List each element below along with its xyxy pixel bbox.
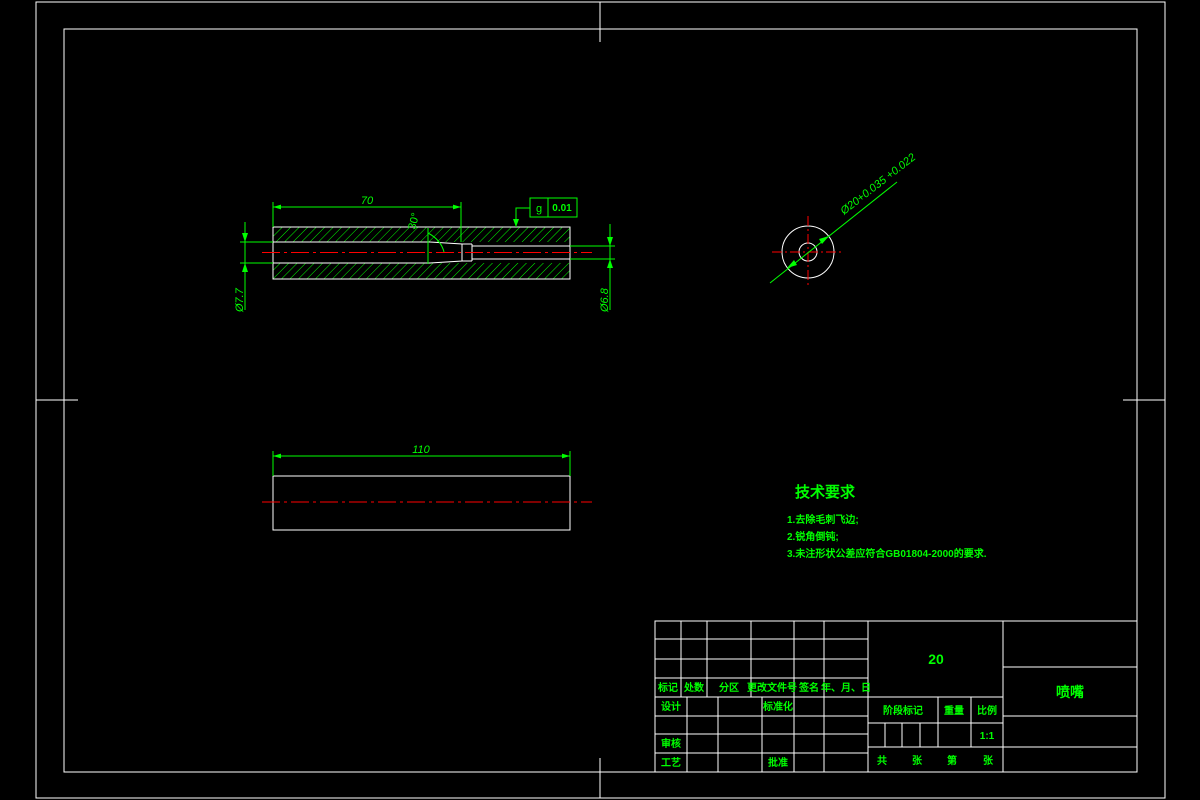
row-approve: 批准 (768, 756, 788, 769)
tolerance-value: 0.01 (552, 203, 572, 214)
dim-text-70: 70 (361, 195, 374, 207)
hatch-bottom (273, 263, 570, 279)
dim-arrow-d20-b (819, 236, 829, 244)
col-doc: 更改文件号 (747, 681, 797, 694)
notes-item-3: 3.未注形状公差应符合GB01804-2000的要求. (787, 547, 987, 560)
dim-text-d77: Ø7.7 (234, 287, 246, 313)
notes-title: 技术要求 (795, 483, 856, 501)
col-count: 处数 (683, 681, 705, 694)
scale-value: 1:1 (980, 731, 995, 742)
row-standard: 标准化 (762, 700, 793, 713)
col-sign: 签名 (798, 681, 819, 694)
dim-arrow-d77-top (242, 233, 248, 242)
technical-requirements: 技术要求 1.去除毛刺飞边; 2.锐角倒钝; 3.未注形状公差应符合GB0180… (787, 483, 987, 560)
tolerance-symbol: g (536, 203, 542, 215)
centering-marks (36, 2, 1165, 798)
dim-line-d20 (769, 181, 898, 284)
weight-label: 重量 (944, 704, 964, 717)
hatch-top (273, 227, 570, 242)
sheet-total: 共 (877, 754, 887, 767)
dim-text-d20: Ø20+0.035 +0.022 (838, 151, 918, 218)
tolerance-frame: g 0.01 (513, 197, 578, 227)
dim-arrow-d68-bottom (607, 259, 613, 268)
stage-mark-label: 阶段标记 (883, 704, 923, 717)
sheet-unit-1: 张 (912, 754, 923, 767)
col-mark: 标记 (657, 681, 678, 694)
tolerance-leader-arrow (513, 219, 519, 227)
dim-text-110: 110 (412, 444, 430, 456)
top-view: 110 (262, 444, 592, 531)
outer-frame (35, 1, 1166, 799)
tolerance-box (529, 197, 578, 218)
dim-text-d68: Ø6.8 (599, 287, 611, 313)
dim-arrow-d77-bottom (242, 263, 248, 272)
col-zone: 分区 (719, 681, 739, 694)
scale-label: 比例 (977, 704, 997, 717)
row-design: 设计 (661, 700, 681, 713)
sheet-unit-2: 张 (983, 754, 994, 767)
sheet-number: 第 (947, 754, 957, 767)
part-name: 喷嘴 (1056, 684, 1084, 700)
inner-frame (63, 28, 1138, 773)
end-view: Ø20+0.035 +0.022 (769, 151, 918, 288)
bore-lines (273, 241, 570, 264)
tolerance-leader (515, 207, 530, 227)
chamfer-arc (427, 232, 445, 253)
material: 20 (928, 651, 944, 667)
row-check: 审核 (661, 737, 681, 750)
dim-text-chamfer: 30° (406, 212, 422, 231)
row-process: 工艺 (661, 756, 681, 769)
notes-item-1: 1.去除毛刺飞边; (787, 513, 859, 526)
col-date: 年、月、日 (821, 681, 871, 694)
notes-item-2: 2.锐角倒钝; (787, 530, 839, 543)
title-block-text: 标记 处数 分区 更改文件号 签名 年、月、日 设计 标准化 审核 工艺 批准 … (657, 651, 1084, 769)
top-view-outline (272, 475, 571, 531)
title-block (654, 620, 1138, 773)
dim-arrow-d20-a (787, 260, 797, 268)
dim-arrow-d68-top (607, 237, 613, 246)
section-view: 70 30° Ø7.7 Ø6.8 g 0.01 (234, 195, 615, 313)
